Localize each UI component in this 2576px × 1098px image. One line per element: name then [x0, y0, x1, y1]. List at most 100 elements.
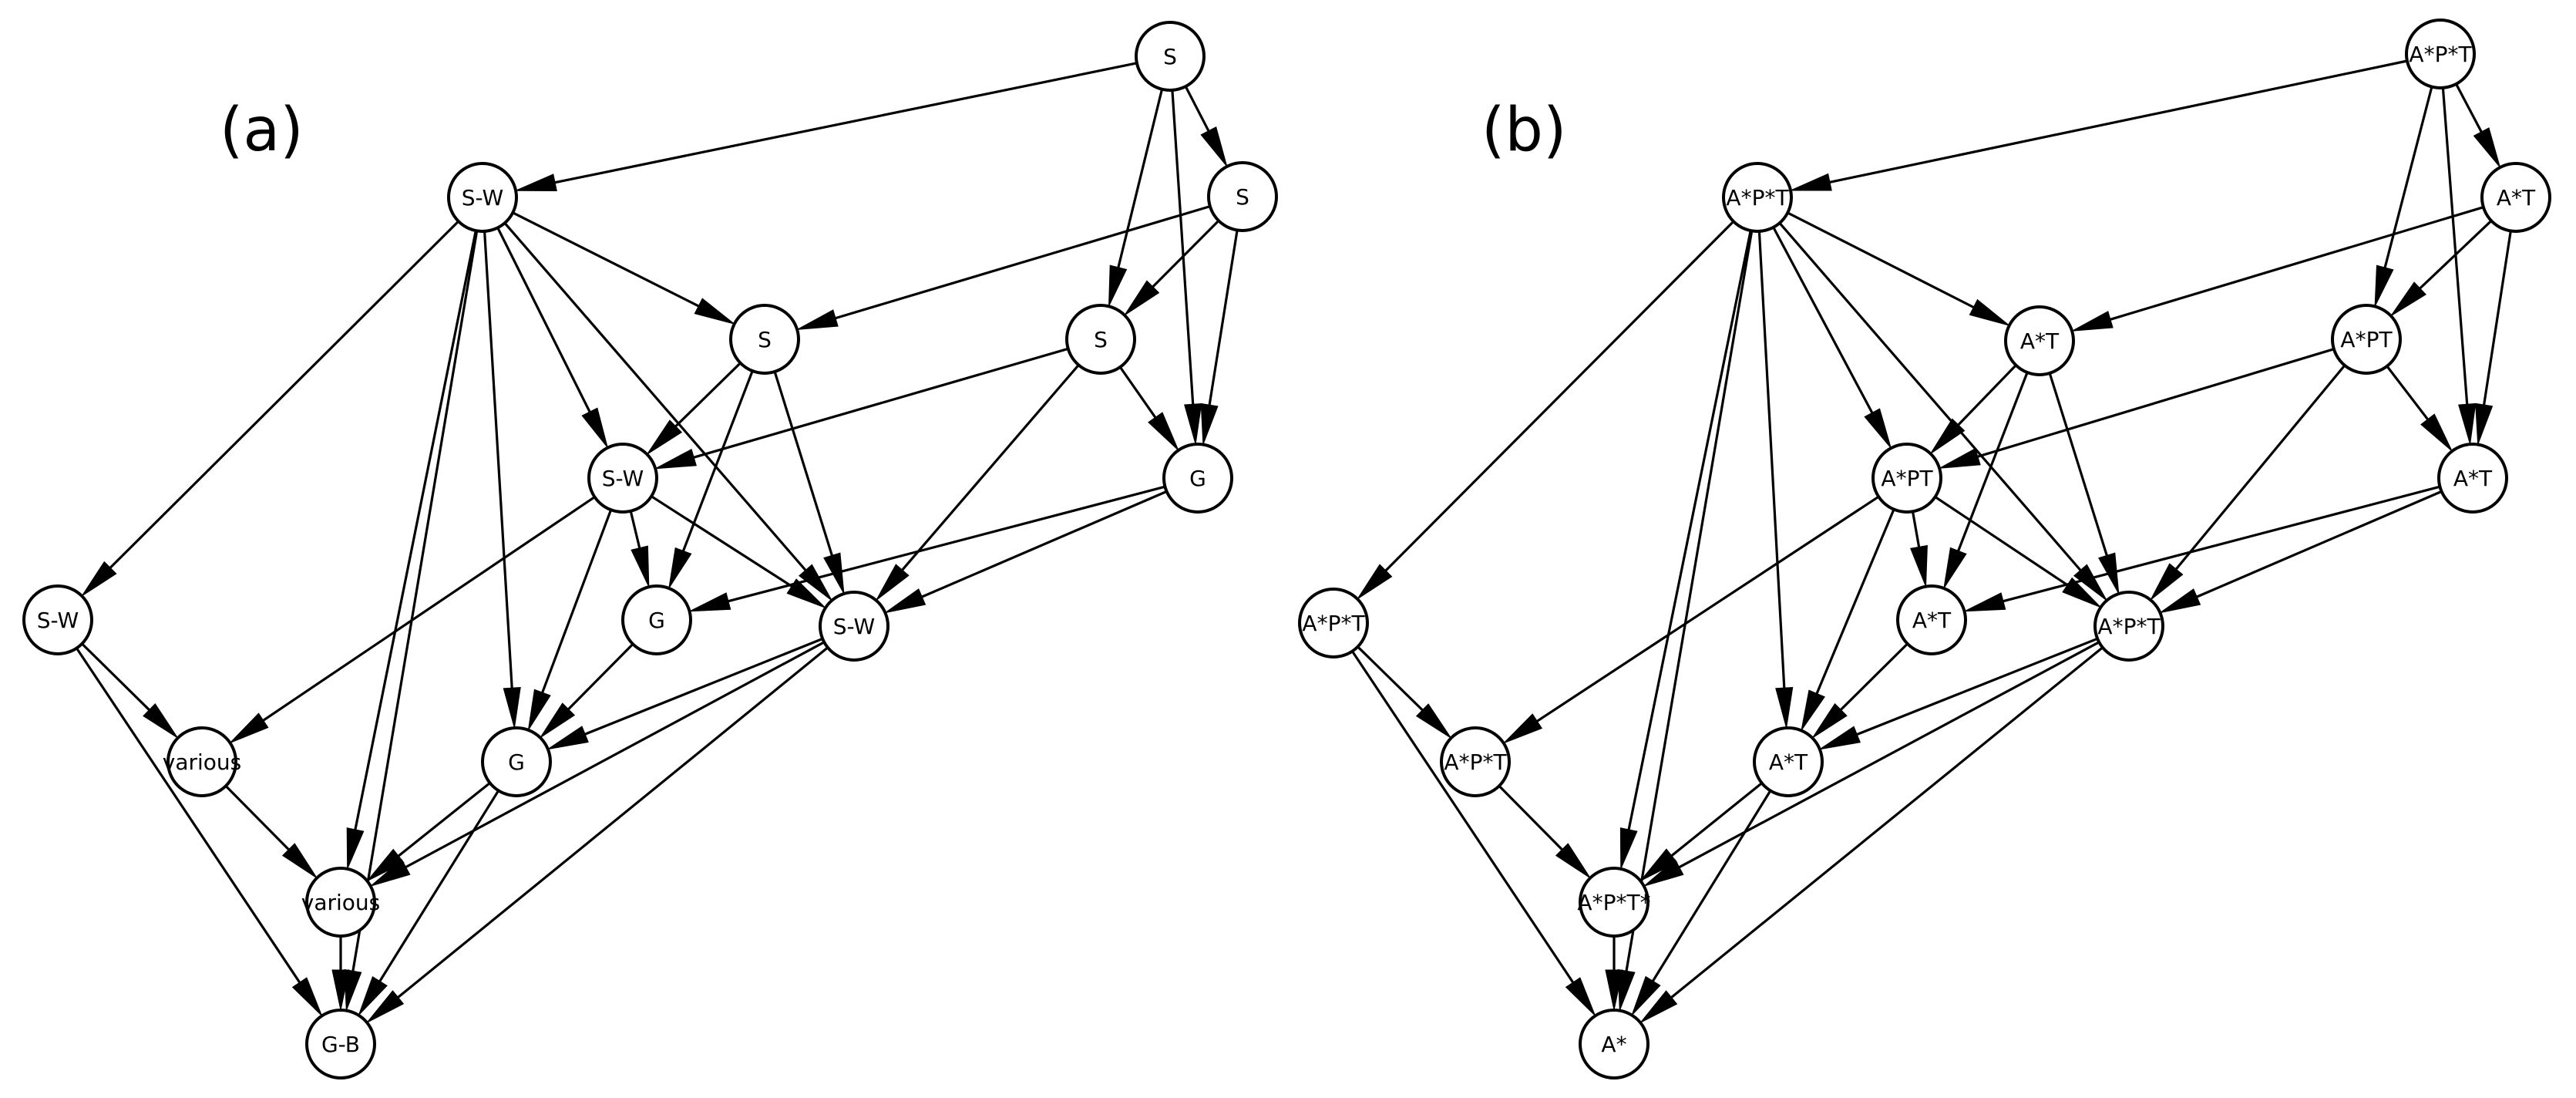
edge-a4-a6 [674, 362, 742, 428]
edge-b5-b7 [2386, 365, 2429, 420]
edge-a10-a13 [405, 641, 825, 868]
edge-b2-b14-arrowhead [1617, 968, 1636, 1011]
node-circle [305, 867, 376, 938]
edge-a1-a2-arrowhead [515, 173, 557, 192]
edge-b6-b10 [1934, 496, 2068, 587]
edge-a10-a14 [397, 646, 829, 999]
edge-a5-a10-arrowhead [876, 564, 910, 601]
edge-b6-b12-arrowhead [1801, 689, 1825, 731]
panel-label-b: (b) [1481, 96, 1566, 165]
edge-b2-b8-arrowhead [1357, 564, 1393, 600]
edge-a10-a12 [584, 637, 823, 736]
node-label: S [758, 327, 772, 352]
edge-a12-a13-arrowhead [367, 848, 405, 882]
edge-a5-a7 [1118, 366, 1157, 419]
edge-b6-b9 [1911, 511, 1921, 547]
node-label: various [163, 749, 241, 775]
node-label: G [648, 608, 665, 633]
edge-a4-a10 [773, 371, 833, 556]
edge-b10-b13 [1678, 641, 2100, 869]
edge-a7-a9-arrowhead [689, 592, 731, 612]
node-circle [1065, 304, 1136, 375]
edge-a2-a6 [496, 227, 591, 413]
edge-b3-b4 [2110, 206, 2484, 321]
edge-b10-b14-arrowhead [1639, 990, 1678, 1023]
edge-a2-a8 [109, 220, 459, 569]
edge-b3-b7 [2483, 231, 2512, 406]
edge-b1-b5-arrowhead [2374, 264, 2394, 307]
node-label: A*T [2453, 466, 2493, 491]
edge-a12-a13 [398, 782, 491, 857]
edge-a8-a14-arrowhead [291, 977, 323, 1016]
edge-a12-a14-arrowhead [358, 975, 388, 1016]
edge-a7-a10-arrowhead [885, 588, 926, 614]
node-label: A*P*T [1726, 185, 1789, 211]
node-circle [2437, 443, 2508, 514]
edge-b2-b13 [1627, 230, 1752, 830]
node-b14: A* [1579, 1009, 1650, 1079]
edge-b7-b10 [2196, 490, 2443, 598]
node-a9: G [621, 584, 692, 655]
edge-b11-b13-arrowhead [1555, 843, 1591, 879]
edge-a5-a6-arrowhead [655, 448, 697, 470]
node-a4: S [729, 304, 800, 375]
edge-b8-b14-arrowhead [1565, 977, 1596, 1016]
node-circle [1579, 867, 1650, 938]
edge-b2-b4-arrowhead [1969, 298, 2010, 326]
node-label: A*T [2020, 328, 2060, 354]
edge-b12-b13-arrowhead [1639, 848, 1678, 881]
node-label: S [1236, 184, 1249, 210]
node-a8: S-W [22, 584, 93, 655]
edge-b1-b7 [2441, 87, 2469, 405]
edge-b6-b11 [1536, 495, 1880, 722]
node-a10: S-W [819, 591, 889, 662]
edge-a3-a5 [1152, 220, 1220, 288]
node-a1: S [1135, 21, 1206, 92]
edge-b3-b5-arrowhead [2390, 281, 2426, 317]
edge-b7-b9 [2003, 485, 2440, 603]
edge-a9-a12-arrowhead [540, 702, 576, 739]
edge-b3-b4-arrowhead [2071, 311, 2114, 332]
edge-b5-b6 [1977, 348, 2335, 458]
edge-b4-b6 [1957, 364, 2017, 426]
edge-a5-a7-arrowhead [1148, 412, 1179, 451]
edge-b11-b13 [1498, 785, 1563, 850]
edge-b2-b13-arrowhead [1619, 827, 1638, 870]
node-b3: A*T [2480, 162, 2551, 233]
edge-b13-b14-arrowhead [1605, 969, 1623, 1011]
edge-a3-a7-arrowhead [1200, 402, 1219, 445]
node-a7: G [1162, 443, 1233, 514]
edge-b7-b9-arrowhead [1964, 592, 2006, 612]
edge-a6-a9 [629, 510, 641, 548]
edge-a2-a14-arrowhead [344, 968, 362, 1011]
node-label: S [1094, 327, 1108, 352]
edges-layer [76, 59, 2512, 1023]
edge-b2-b6 [1772, 227, 1874, 414]
edge-a1-a5-arrowhead [1108, 264, 1128, 307]
edge-b4-b6-arrowhead [1930, 418, 1966, 454]
edge-a10-a13-arrowhead [370, 859, 411, 887]
node-b13: A*P*T* [1577, 867, 1651, 938]
node-circle [1298, 588, 1369, 658]
node-b5: A*PT [2331, 304, 2402, 375]
edge-a3-a7 [1208, 230, 1239, 406]
edge-a9-a12 [567, 643, 634, 710]
edge-a8-a11 [81, 642, 150, 711]
edge-a1-a3 [1184, 86, 1210, 132]
edge-b6-b9-arrowhead [1910, 544, 1928, 587]
node-b4: A*T [2004, 305, 2075, 376]
edge-b12-b14-arrowhead [1631, 975, 1661, 1015]
edge-b1-b2-arrowhead [1790, 173, 1832, 191]
edge-a2-a6-arrowhead [581, 407, 608, 448]
node-circle [1440, 726, 1511, 797]
node-label: A*P*T [1302, 611, 1365, 636]
edge-b2-b6-arrowhead [1864, 408, 1892, 449]
node-a5: S [1065, 304, 1136, 375]
node-label: S-W [602, 466, 644, 491]
node-b7: A*T [2437, 443, 2508, 514]
edge-b5-b7-arrowhead [2420, 413, 2453, 452]
edge-b10-b12 [1856, 637, 2098, 736]
edge-a4-a9 [682, 370, 754, 551]
